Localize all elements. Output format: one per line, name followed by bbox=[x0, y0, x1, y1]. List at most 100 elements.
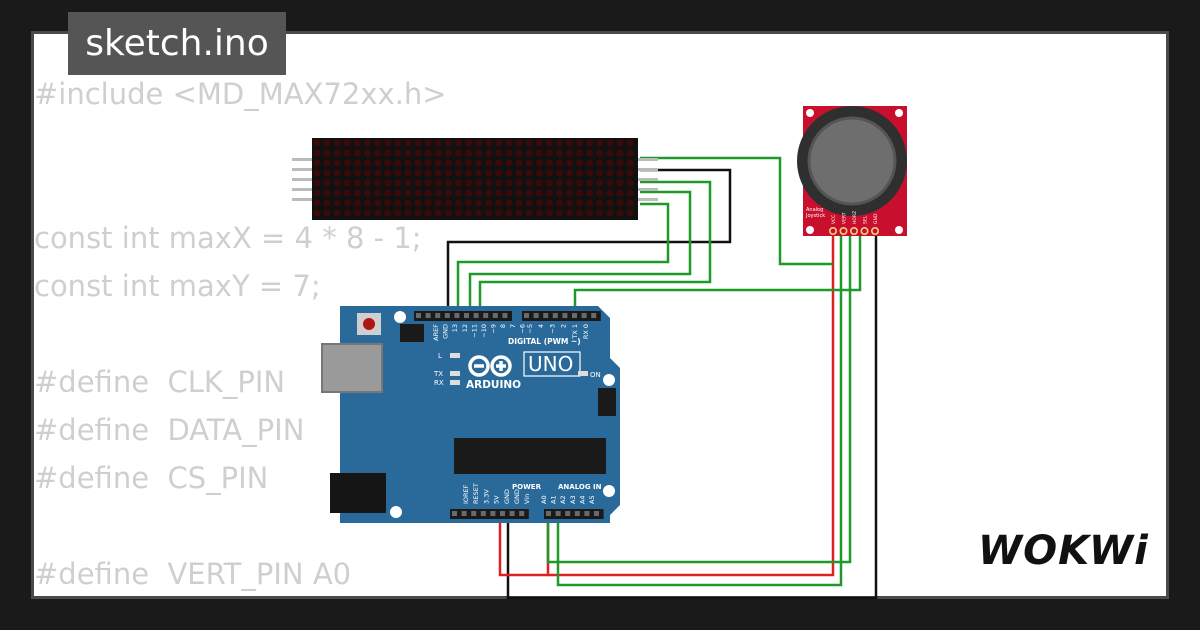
led-dot bbox=[394, 139, 402, 147]
led-dot bbox=[515, 199, 523, 207]
led-dot bbox=[576, 199, 584, 207]
led-dot bbox=[374, 149, 382, 157]
header-pin[interactable] bbox=[473, 313, 479, 318]
header-pin[interactable] bbox=[464, 313, 469, 318]
header-pin[interactable] bbox=[500, 511, 505, 516]
led-dot bbox=[586, 189, 594, 197]
led-dot bbox=[414, 199, 422, 207]
led-dot bbox=[576, 169, 584, 177]
led-dot bbox=[616, 179, 624, 187]
header-pin[interactable] bbox=[574, 511, 580, 516]
led-dot bbox=[555, 189, 564, 197]
led-dot bbox=[505, 139, 513, 147]
led-dot bbox=[404, 179, 412, 187]
header-pin[interactable] bbox=[519, 511, 525, 516]
led-dot bbox=[363, 209, 372, 217]
header-pin[interactable] bbox=[594, 511, 599, 516]
header-pin[interactable] bbox=[425, 313, 431, 318]
led-dot bbox=[485, 139, 493, 147]
header-pin[interactable] bbox=[543, 313, 549, 318]
pin-label: ~6 bbox=[518, 324, 526, 334]
header-pin[interactable] bbox=[509, 511, 515, 516]
led-dot bbox=[616, 139, 624, 147]
header-pin[interactable] bbox=[461, 511, 467, 516]
led-dot bbox=[586, 149, 594, 157]
joystick-pin[interactable] bbox=[860, 227, 869, 236]
header-pin[interactable] bbox=[552, 313, 558, 318]
header-pin[interactable] bbox=[492, 313, 498, 318]
led-dot bbox=[313, 189, 321, 197]
header-pin[interactable] bbox=[452, 511, 457, 516]
wire-matrix-clk bbox=[456, 202, 670, 312]
led-dot bbox=[353, 169, 361, 177]
joystick-pin[interactable] bbox=[839, 227, 848, 236]
led-dot bbox=[424, 159, 432, 167]
led-dot bbox=[535, 209, 543, 217]
led-dot bbox=[525, 179, 533, 187]
led-dot bbox=[353, 149, 361, 157]
analog-header bbox=[544, 509, 604, 519]
led-dot bbox=[495, 169, 503, 177]
header-pin[interactable] bbox=[581, 313, 587, 318]
header-pin[interactable] bbox=[471, 511, 477, 516]
header-pin[interactable] bbox=[572, 313, 577, 318]
led-dot bbox=[454, 189, 462, 197]
power-label: POWER bbox=[512, 483, 542, 491]
led-dot bbox=[394, 199, 402, 207]
led-dot bbox=[464, 139, 473, 147]
led-dot bbox=[495, 209, 503, 217]
pin-label: 12 bbox=[461, 324, 469, 332]
led-dot bbox=[586, 169, 594, 177]
led-dot bbox=[374, 209, 382, 217]
header-pin[interactable] bbox=[435, 313, 441, 318]
led-dot bbox=[565, 209, 574, 217]
led-dot bbox=[323, 149, 331, 157]
file-name-tab[interactable]: sketch.ino bbox=[68, 12, 286, 75]
led-dot bbox=[464, 149, 473, 157]
led-dot bbox=[333, 149, 341, 157]
led-dot bbox=[353, 179, 361, 187]
header-pin[interactable] bbox=[524, 313, 529, 318]
header-pin[interactable] bbox=[591, 313, 597, 318]
led-matrix-module[interactable] bbox=[292, 138, 658, 220]
led-dot bbox=[343, 169, 351, 177]
pin-label: ~11 bbox=[470, 324, 478, 338]
header-pin[interactable] bbox=[480, 511, 486, 516]
led-dot bbox=[596, 169, 604, 177]
led-dot bbox=[313, 139, 321, 147]
header-pin[interactable] bbox=[490, 511, 496, 516]
header-pin[interactable] bbox=[555, 511, 561, 516]
header-pin[interactable] bbox=[444, 313, 450, 318]
header-pin[interactable] bbox=[546, 511, 551, 516]
led-dot bbox=[404, 149, 412, 157]
led-dot bbox=[384, 199, 392, 207]
led-dot bbox=[555, 159, 564, 167]
led-dot bbox=[626, 139, 634, 147]
wire-joystick-gnd bbox=[506, 232, 878, 600]
pin-label: TX 1 bbox=[571, 324, 579, 340]
header-pin[interactable] bbox=[502, 313, 508, 318]
led-dot bbox=[404, 159, 412, 167]
header-pin[interactable] bbox=[565, 511, 571, 516]
header-pin[interactable] bbox=[533, 313, 539, 318]
led-dot bbox=[505, 169, 513, 177]
header-pin[interactable] bbox=[483, 313, 489, 318]
pin-label: A2 bbox=[559, 495, 567, 504]
joystick-pin[interactable] bbox=[828, 227, 837, 236]
led-dot bbox=[576, 139, 584, 147]
wire-matrix-din bbox=[478, 180, 712, 312]
header-pin[interactable] bbox=[584, 511, 590, 516]
joystick-pin[interactable] bbox=[870, 227, 879, 236]
pin-label: A1 bbox=[550, 495, 558, 504]
header-pin[interactable] bbox=[562, 313, 568, 318]
led-dot bbox=[454, 209, 462, 217]
header-pin[interactable] bbox=[454, 313, 460, 318]
digital-label: DIGITAL (PWM ~) bbox=[508, 337, 581, 346]
led-dot bbox=[434, 139, 442, 147]
joystick-pin[interactable] bbox=[849, 227, 858, 236]
led-dot bbox=[434, 149, 442, 157]
header-pin[interactable] bbox=[416, 313, 421, 318]
